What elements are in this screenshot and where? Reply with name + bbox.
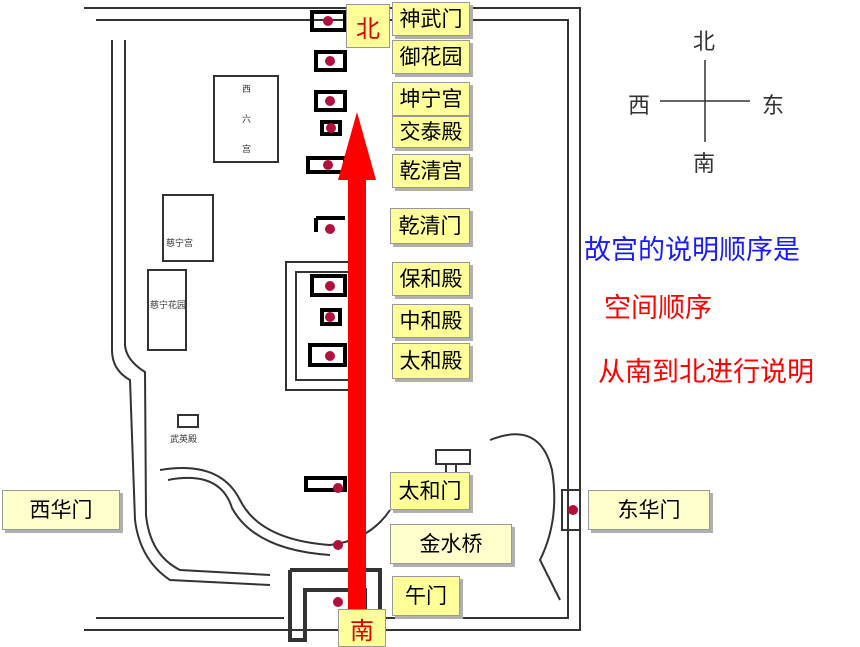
building-marker-dot	[325, 56, 335, 66]
label-zhonghedian: 中和殿	[392, 304, 470, 338]
label-yuhuayuan: 御花园	[392, 40, 470, 74]
north-arrow	[338, 112, 376, 620]
cininghuayuan-text: 慈宁花园	[150, 301, 187, 311]
compass-cross	[660, 60, 750, 142]
xiliugong-block	[213, 75, 279, 163]
label-taihemen: 太和门	[390, 472, 470, 510]
outer-wall	[84, 7, 581, 631]
label-baohedian: 保和殿	[392, 262, 470, 296]
building-marker-dot	[333, 540, 343, 550]
cininggong-block	[162, 194, 214, 262]
building-marker-dot	[325, 96, 335, 106]
xiliugong-text-3: 宫	[242, 145, 252, 155]
compass-east: 东	[762, 94, 785, 119]
label-donghuamen: 东华门	[588, 490, 710, 530]
label-kunninggong: 坤宁宫	[392, 82, 470, 116]
cininghuayuan-block	[147, 269, 187, 351]
label-qianqinggong: 乾清宫	[392, 154, 470, 188]
arrow-south-label: 南	[338, 609, 386, 647]
building-marker-dot	[325, 312, 335, 322]
compass-north: 北	[693, 30, 716, 55]
label-jinshuiqiao: 金水桥	[390, 524, 512, 564]
west-moat	[111, 40, 271, 586]
note-line-1: 故宫的说明顺序是	[584, 235, 800, 266]
wuyingdian-block	[177, 414, 199, 428]
donghuamen-structure	[561, 489, 581, 531]
label-wumen: 午门	[392, 576, 460, 616]
compass-south: 南	[693, 152, 716, 177]
label-xihuamen: 西华门	[2, 490, 120, 530]
building-marker-dot	[568, 505, 578, 515]
label-qianqingmen: 乾清门	[390, 208, 470, 244]
cininggong-text: 慈宁宫	[166, 239, 194, 249]
building-marker-dot	[325, 224, 335, 234]
note-line-3: 从南到北进行说明	[598, 357, 814, 388]
arrow-north-label: 北	[346, 4, 390, 48]
note-line-2: 空间顺序	[604, 293, 712, 324]
wuyingdian-text: 武英殿	[170, 435, 198, 445]
label-taihedian: 太和殿	[392, 343, 470, 379]
label-shenwumen: 神武门	[392, 2, 470, 36]
building-marker-dot	[326, 123, 336, 133]
building-marker-dot	[333, 597, 343, 607]
building-marker-dot	[325, 281, 335, 291]
building-marker-dot	[323, 160, 333, 170]
compass-west: 西	[628, 94, 651, 119]
building-marker-dot	[333, 483, 343, 493]
xiliugong-text-1: 西	[242, 85, 252, 95]
xiliugong-text-2: 六	[242, 115, 252, 125]
building-marker-dot	[325, 351, 335, 361]
building-marker-dot	[323, 16, 333, 26]
label-jiaotaidian: 交泰殿	[392, 116, 470, 148]
